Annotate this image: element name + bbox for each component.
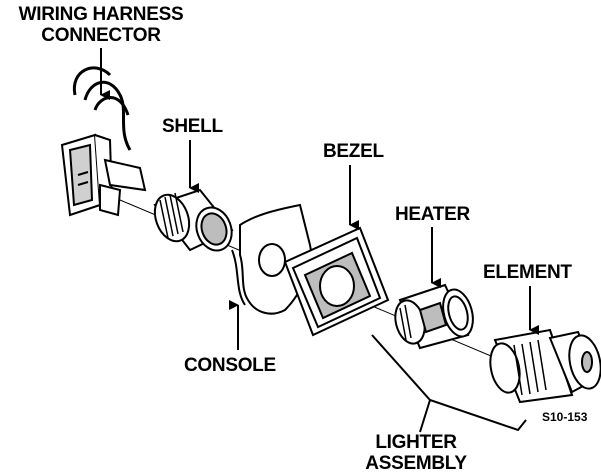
wiring-harness-connector-label: WIRING HARNESS CONNECTOR [8,4,194,46]
console-part [231,203,312,315]
wiring-harness-connector-part [60,66,147,217]
console-label: CONSOLE [184,355,276,376]
element-part [489,328,601,404]
lighter-assembly-label-line2: ASSEMBLY [365,453,467,474]
heater-label: HEATER [395,204,470,225]
lighter-assembly-bracket [371,334,527,432]
bezel-label: BEZEL [323,141,384,162]
lighter-assembly-label-line1: LIGHTER [375,432,457,453]
wiring-harness-label-line2: CONNECTOR [41,25,161,46]
wiring-harness-label-line1: WIRING HARNESS [18,4,184,25]
shell-part [153,188,234,252]
figure-code: S10-153 [542,410,588,424]
bezel-part [283,226,390,337]
lighter-assembly-label: LIGHTER ASSEMBLY [356,432,476,474]
element-label: ELEMENT [483,262,572,283]
lighter-assembly-leader [419,399,431,433]
shell-label: SHELL [162,116,223,137]
heater-part [394,283,474,350]
